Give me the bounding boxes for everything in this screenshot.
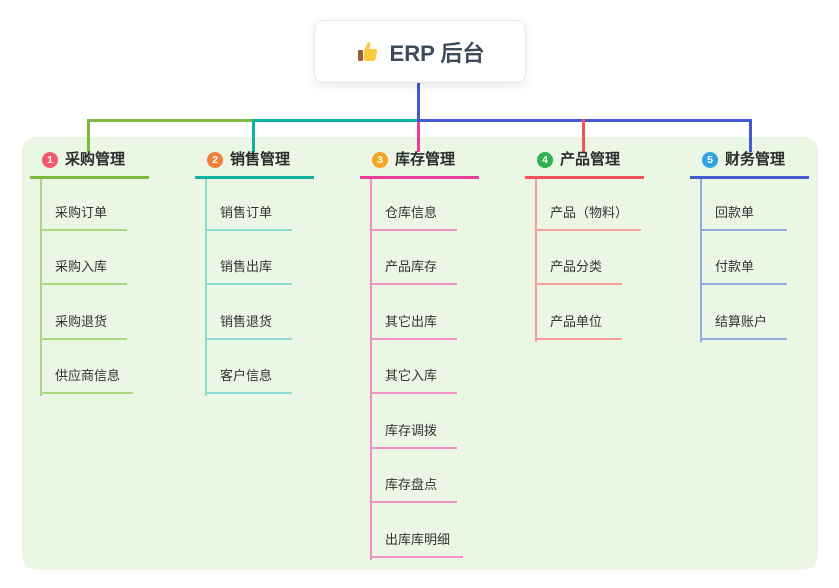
node-other-inbound[interactable]: 其它入库	[370, 367, 457, 394]
connector-segment-right	[418, 119, 752, 122]
node-stock-count[interactable]: 库存盘点	[370, 476, 457, 503]
badge-1: 1	[42, 152, 58, 168]
node-outbound-detail[interactable]: 出库库明细	[370, 531, 464, 558]
branch-vline-product	[535, 179, 537, 342]
badge-3: 3	[372, 152, 388, 168]
node-stock-transfer[interactable]: 库存调拨	[370, 422, 457, 449]
node-supplier-info[interactable]: 供应商信息	[40, 367, 134, 394]
connector-segment-sales	[254, 119, 418, 122]
branch-label-finance: 财务管理	[725, 151, 786, 168]
branch-label-inventory: 库存管理	[395, 151, 456, 168]
node-payment-bill[interactable]: 付款单	[700, 258, 787, 285]
branch-label-purchase: 采购管理	[65, 151, 126, 168]
node-sales-order[interactable]: 销售订单	[205, 204, 292, 231]
node-customer-info[interactable]: 客户信息	[205, 367, 292, 394]
node-sales-return[interactable]: 销售退货	[205, 313, 292, 340]
branch-header-product[interactable]: 4 产品管理	[525, 150, 644, 179]
branch-header-sales[interactable]: 2 销售管理	[195, 150, 314, 179]
node-product-unit[interactable]: 产品单位	[535, 313, 622, 340]
root-node-label: ERP 后台	[389, 40, 485, 66]
branch-header-finance[interactable]: 5 财务管理	[690, 150, 809, 179]
branch-header-inventory[interactable]: 3 库存管理	[360, 150, 479, 179]
node-purchase-order[interactable]: 采购订单	[40, 204, 127, 231]
branch-label-product: 产品管理	[560, 151, 621, 168]
branch-drop-finance	[749, 119, 752, 152]
branch-vline-finance	[700, 179, 702, 342]
node-other-outbound[interactable]: 其它出库	[370, 313, 457, 340]
mindmap-canvas-panel	[22, 137, 818, 570]
connector-segment-purchase	[87, 119, 254, 122]
node-product-category[interactable]: 产品分类	[535, 258, 622, 285]
branch-drop-purchase	[87, 119, 90, 152]
badge-5: 5	[702, 152, 718, 168]
root-connector-line	[417, 82, 420, 122]
branch-drop-product	[582, 119, 585, 152]
root-node-erp[interactable]: ERP 后台	[315, 21, 525, 82]
branch-vline-sales	[205, 179, 207, 396]
node-purchase-return[interactable]: 采购退货	[40, 313, 127, 340]
node-settlement-account[interactable]: 结算账户	[700, 313, 787, 340]
node-receipt-bill[interactable]: 回款单	[700, 204, 787, 231]
branch-drop-inventory	[417, 122, 420, 152]
branch-label-sales: 销售管理	[230, 151, 291, 168]
node-product-stock[interactable]: 产品库存	[370, 258, 457, 285]
thumbs-up-icon	[356, 40, 380, 64]
node-product-material[interactable]: 产品（物料）	[535, 204, 642, 231]
badge-2: 2	[207, 152, 223, 168]
branch-vline-inventory	[370, 179, 372, 560]
badge-4: 4	[537, 152, 553, 168]
node-warehouse-info[interactable]: 仓库信息	[370, 204, 457, 231]
node-sales-outbound[interactable]: 销售出库	[205, 258, 292, 285]
branch-drop-sales	[252, 119, 255, 152]
branch-header-purchase[interactable]: 1 采购管理	[30, 150, 149, 179]
branch-vline-purchase	[40, 179, 42, 396]
node-purchase-inbound[interactable]: 采购入库	[40, 258, 127, 285]
